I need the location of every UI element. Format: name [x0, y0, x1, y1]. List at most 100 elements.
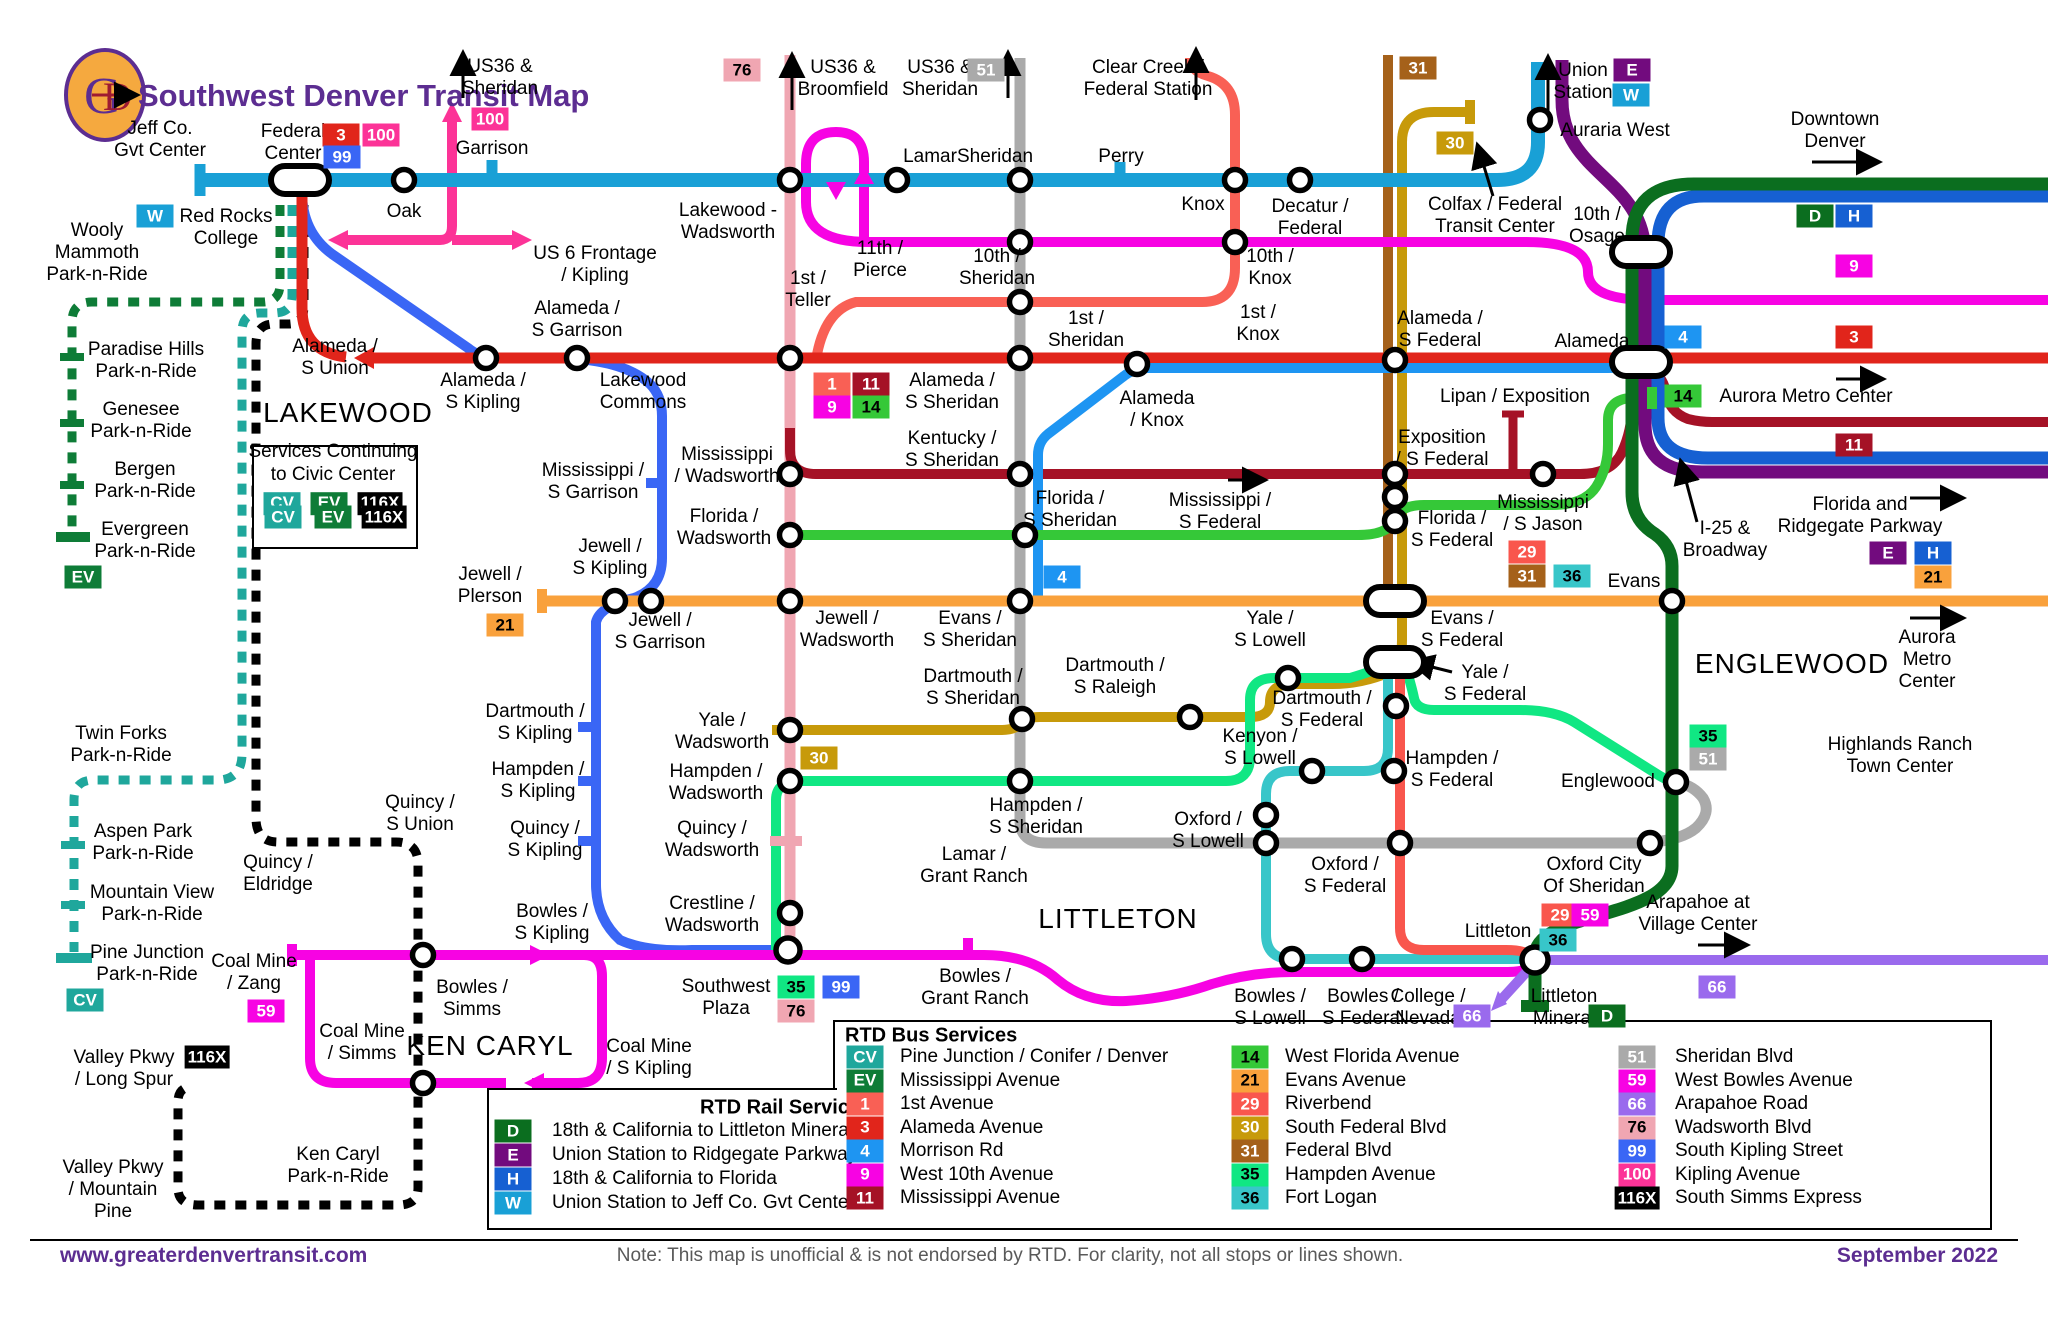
station-marker [1286, 166, 1314, 194]
station-label: Jewell / Plerson [457, 563, 523, 607]
station-label: Jewell / S Garrison [614, 609, 706, 653]
station-label: Sheridan [956, 145, 1034, 167]
station-label: Dartmouth / S Raleigh [1065, 654, 1165, 698]
station-label: Genesee Park-n-Ride [90, 398, 192, 442]
station-label: Evergreen Park-n-Ride [94, 518, 196, 562]
station-label: Jewell / Wadsworth [799, 607, 895, 651]
station-label: Mississippi / S Garrison [541, 459, 645, 503]
route-badge-116X: 116X [361, 505, 407, 529]
station-label: Coal Mine / Simms [319, 1020, 405, 1064]
legend-desc-1: 1st Avenue [900, 1093, 994, 1114]
station-marker [1526, 106, 1554, 134]
route-badge-H: H [1835, 204, 1873, 228]
station-label: Hampden / S Kipling [491, 758, 585, 802]
legend-desc-59: West Bowles Avenue [1675, 1069, 1853, 1091]
interchange-station-marker [1363, 645, 1427, 679]
station-label: Jeff Co. Gvt Center [114, 117, 206, 161]
route-100-west-arrow [328, 230, 348, 250]
legend-badge-29: 29 [1231, 1092, 1269, 1116]
station-marker [1221, 166, 1249, 194]
station-label: Knox [1181, 193, 1225, 215]
station-label: Oxford City Of Sheridan [1543, 853, 1645, 897]
route-badge-59: 59 [247, 999, 285, 1023]
route-badge-4: 4 [1664, 325, 1702, 349]
route-badge-29: 29 [1541, 903, 1579, 927]
route-badge-W: W [136, 204, 174, 228]
area-label: LAKEWOOD [263, 396, 433, 428]
station-label: Oak [386, 200, 422, 222]
station-label: US36 & Sheridan [461, 55, 539, 99]
annotation-arrow [1673, 457, 1700, 523]
station-marker [883, 166, 911, 194]
station-label: Red Rocks College [179, 205, 273, 249]
route-badge-14: 14 [852, 395, 890, 419]
station-label: Federal Center [260, 120, 326, 164]
route-badge-51: 51 [1689, 747, 1727, 771]
station-label: Alameda / S Garrison [531, 297, 623, 341]
station-marker [1386, 829, 1414, 857]
station-label: Perry [1098, 145, 1144, 167]
legend-desc-W: Union Station to Jeff Co. Gvt Center [552, 1192, 855, 1213]
legend-desc-14: West Florida Avenue [1285, 1046, 1460, 1067]
route-badge-100: 100 [471, 107, 509, 131]
legend-desc-31: Federal Blvd [1285, 1140, 1392, 1161]
station-label: Littleton [1464, 920, 1532, 942]
route-59-line [292, 950, 1538, 1007]
route-51-line [1014, 58, 1712, 849]
station-marker [776, 460, 804, 488]
station-marker [776, 716, 804, 744]
station-marker [1006, 344, 1034, 372]
station-marker [1274, 664, 1302, 692]
legend-desc-11: Mississippi Avenue [900, 1187, 1061, 1208]
route-h-line [1651, 189, 2048, 465]
route-badge-3: 3 [322, 123, 360, 147]
route-badge-EV: EV [64, 565, 102, 589]
station-marker [1176, 703, 1204, 731]
annotation-arrows [449, 46, 1967, 959]
route-59-loop-east [532, 950, 607, 1088]
route-badge-9: 9 [813, 395, 851, 419]
route-badge-CV: CV [264, 505, 302, 529]
legend-desc-9: West 10th Avenue [900, 1163, 1054, 1185]
route-badge-11: 11 [1835, 433, 1873, 457]
route-badge-H: H [1914, 541, 1952, 565]
station-label: Decatur / Federal [1271, 195, 1349, 239]
station-label: Florida / Wadsworth [676, 505, 772, 549]
station-label: Oxford / S Lowell [1172, 808, 1244, 852]
station-label: Dartmouth / S Kipling [485, 700, 585, 744]
route-badge-35: 35 [777, 975, 815, 999]
route-badge-35: 35 [1689, 724, 1727, 748]
station-marker [1123, 350, 1151, 378]
legend-badge-21: 21 [1231, 1069, 1269, 1092]
route-badge-116X: 116X [184, 1045, 230, 1069]
route-9-loop [801, 126, 869, 247]
legend-badge-CV: CV [846, 1045, 884, 1069]
station-marker [1380, 757, 1408, 785]
station-label: I-25 & Broadway [1682, 517, 1768, 561]
station-label: Littleton Mineral [1530, 985, 1598, 1029]
station-label: Auraria West [1560, 119, 1670, 141]
station-marker [390, 166, 418, 194]
station-label: 1st / Teller [785, 267, 831, 311]
station-label: Alameda / S Union [292, 335, 378, 379]
station-label: Evans / S Sheridan [922, 607, 1018, 651]
route-badge-66: 66 [1698, 975, 1736, 999]
route-badge-1: 1 [813, 372, 851, 396]
station-label: Bowles / Grant Ranch [921, 965, 1029, 1009]
station-label: Quincy / Wadsworth [664, 817, 760, 861]
legend-badge-100: 100 [1618, 1163, 1656, 1186]
station-label: Highlands Ranch Town Center [1827, 733, 1973, 777]
route-badge-99: 99 [822, 975, 860, 999]
station-label: Colfax / Federal Transit Center [1427, 193, 1563, 237]
route-badge-3: 3 [1835, 325, 1873, 349]
legend-badge-9: 9 [846, 1163, 884, 1186]
station-marker [1006, 288, 1034, 316]
footer-url-link[interactable]: www.greaterdenvertransit.com [60, 1244, 368, 1267]
station-label: Englewood [1560, 770, 1656, 792]
station-label: Yale / S Lowell [1234, 607, 1306, 651]
station-label: Aurora Metro Center [1719, 385, 1893, 407]
station-label: Hampden / S Sheridan [988, 794, 1084, 838]
route-badge-D: D [1796, 204, 1834, 228]
station-label: Downtown Denver [1790, 108, 1880, 152]
legend-desc-EV: Mississippi Avenue [900, 1069, 1061, 1091]
